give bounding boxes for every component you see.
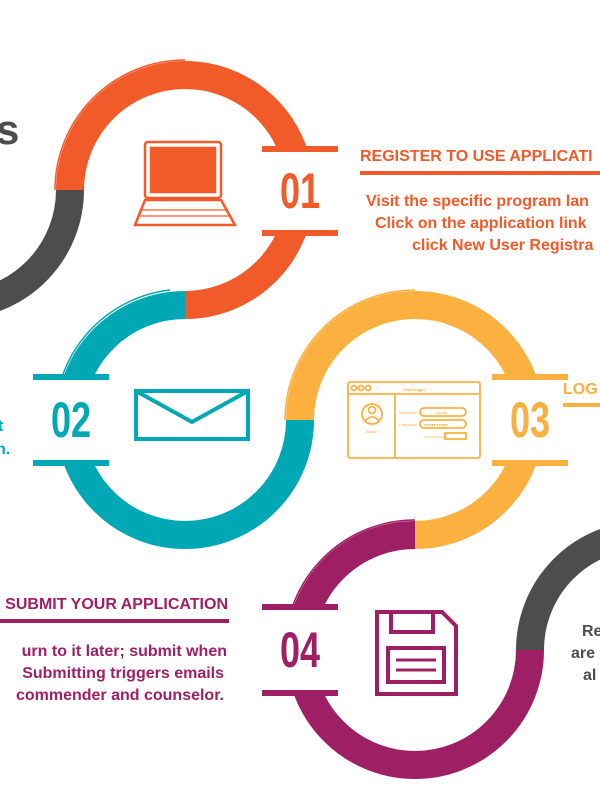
page-title-fragment: s — [0, 106, 20, 153]
step-04-title: SUBMIT YOUR APPLICATION — [5, 596, 228, 613]
step-02-body-line: t — [0, 418, 4, 435]
step-04-underline — [0, 619, 229, 623]
step-number-03: 03 — [509, 392, 551, 448]
floppy-disk-icon — [375, 610, 458, 696]
step-03-underline — [563, 403, 600, 407]
ring-arc-step-04 — [286, 521, 544, 779]
step-01-body-line: Click on the application link — [375, 215, 587, 232]
login-window-title: User Login — [404, 387, 425, 392]
ring-arc-step-03 — [286, 291, 545, 549]
step-05-body-line: Re — [582, 623, 600, 640]
step-01-body-line: Visit the specific program lan — [366, 193, 589, 210]
laptop-icon — [133, 140, 238, 227]
ring-arc-gray-left — [0, 189, 84, 311]
login-username-value: admin — [436, 410, 447, 415]
step-number-02: 02 — [50, 392, 92, 448]
label-03-bars — [492, 374, 568, 466]
login-password-value: ●●●●●●●●●● — [424, 422, 449, 427]
step-04-body-line: urn to it later; submit when — [21, 643, 227, 660]
ring-arc-step-02 — [56, 291, 314, 549]
label-02-bars — [33, 374, 109, 466]
step-04-body-line: Submitting triggers emails — [22, 665, 224, 682]
step-05-body-line: are — [571, 645, 596, 662]
ring-arc-step-01 — [56, 61, 315, 319]
step-number-04: 04 — [279, 622, 321, 678]
login-password-label: Password — [399, 422, 417, 427]
label-01-bars — [262, 146, 338, 236]
login-username-label: Username — [399, 410, 418, 415]
step-01-title: REGISTER TO USE APPLICATI — [360, 148, 593, 165]
login-avatar-label: Admin — [366, 429, 377, 434]
step-01-underline — [360, 171, 600, 175]
step-05-body-line: al — [583, 667, 597, 684]
envelope-icon — [134, 389, 250, 441]
login-window-icon — [347, 381, 481, 459]
step-03-title: LOG — [563, 381, 598, 398]
login-forgot-label: Forgot Password — [424, 435, 447, 439]
label-04-bars — [262, 604, 338, 696]
step-02-body-line: n. — [0, 441, 11, 458]
ring-arc-gray-right — [516, 529, 600, 651]
step-01-body-line: click New User Registra — [412, 237, 594, 254]
step-number-01: 01 — [279, 163, 321, 219]
step-04-body-line: commender and counselor. — [15, 687, 224, 704]
